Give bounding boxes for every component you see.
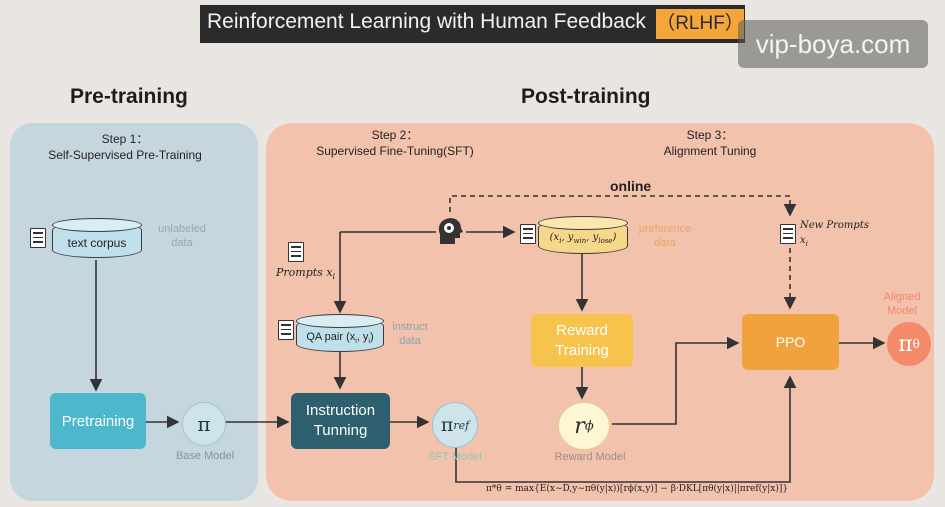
document-icon — [30, 228, 46, 248]
section-pre-title: Pre-training — [70, 85, 188, 108]
database-top — [296, 314, 384, 328]
database-top — [538, 216, 628, 230]
database-top — [52, 218, 142, 232]
document-icon — [288, 242, 304, 262]
reward-model-label: Reward Model — [554, 451, 626, 463]
watermark: vip-boya.com — [738, 20, 928, 68]
step2-label: Step 2：Supervised Fine-Tuning(SFT) — [316, 128, 474, 158]
ppo-box: PPO — [742, 314, 839, 370]
aligned-model-label: Aligned Model — [883, 291, 921, 317]
text-corpus-label: text corpus — [67, 236, 127, 250]
preference-data-label: preference data — [638, 223, 692, 249]
step3-label: Step 3：Alignment Tuning — [663, 128, 757, 158]
preference-tuple-label: (xi, ywin, ylose) — [549, 232, 617, 245]
document-icon — [780, 224, 796, 244]
prompts-label: Prompts xi — [276, 266, 336, 282]
qa-pair-label: QA pair (xi, yi) — [306, 331, 374, 346]
base-model-label: Base Model — [175, 450, 235, 462]
unlabeled-data-label: unlabeled data — [158, 223, 206, 249]
ppo-objective-formula: π*θ = max{E(x∼D,y∼πθ(y|x))[rϕ(x,y)] − β·… — [486, 484, 789, 494]
title-bar — [200, 5, 745, 43]
arrow-piref-to-ppo — [455, 375, 797, 483]
instruction-tuning-box: Instruction Tunning — [291, 393, 390, 449]
title-tag: （RLHF） — [656, 9, 744, 39]
document-icon — [520, 224, 536, 244]
page-title: Reinforcement Learning with Human Feedba… — [207, 10, 646, 33]
instruct-data-label: instruct data — [392, 321, 428, 347]
dashed-online-loop — [449, 195, 797, 217]
new-prompts-label: New Prompts xi — [800, 220, 869, 248]
online-label: online — [610, 178, 652, 194]
step1-label: Step 1：Self-Supervised Pre-Training — [48, 132, 202, 162]
base-model-pi: π — [182, 402, 226, 446]
arrow-rphi-to-ppo — [612, 336, 740, 425]
section-post-title: Post-training — [521, 85, 651, 108]
document-icon — [278, 320, 294, 340]
reward-training-box: Reward Training — [531, 314, 633, 367]
sft-model-label: SFT Model — [428, 451, 482, 463]
pretraining-box: Pretraining — [50, 393, 146, 449]
human-feedback-icon — [436, 216, 464, 246]
